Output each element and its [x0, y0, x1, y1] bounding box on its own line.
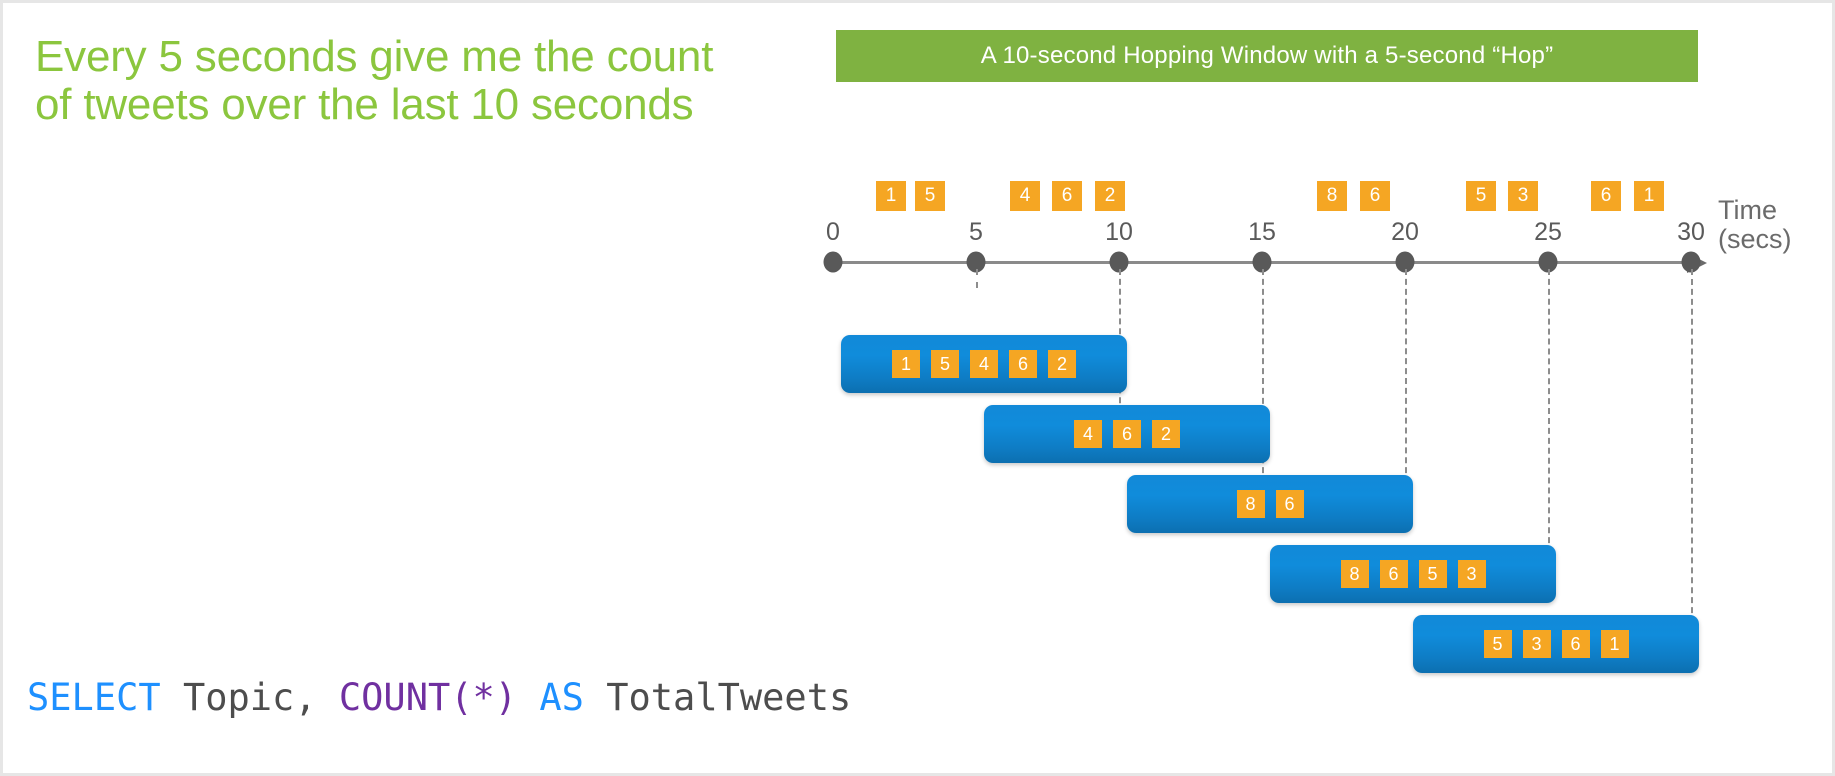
timeline-event-chip: 6	[1591, 181, 1621, 211]
timeline-event-chip: 5	[1466, 181, 1496, 211]
window-event-chip: 4	[1074, 420, 1102, 448]
axis-tick-dot-0	[823, 251, 843, 273]
time-axis-arrow	[1687, 253, 1707, 273]
axis-tick-dot-5	[966, 251, 986, 273]
sql-token-kw: SELECT	[27, 675, 183, 719]
axis-tick-label-5: 5	[969, 218, 983, 246]
axis-tick-dot-15	[1252, 251, 1272, 273]
window-event-chip: 8	[1340, 560, 1369, 588]
drop-line-10	[1119, 269, 1121, 423]
axis-tick-label-0: 0	[826, 218, 840, 246]
sql-token-id: TotalTweets	[583, 675, 852, 719]
window-event-chip: 6	[1561, 630, 1590, 658]
window-event-chip: 8	[1236, 490, 1265, 518]
sql-token-fn: COUNT(*)	[338, 675, 518, 719]
sql-query-block: SELECT Topic, COUNT(*) AS TotalTweets FR…	[27, 581, 1029, 773]
axis-tick-dot-20	[1395, 251, 1415, 273]
sql-token-id: Topic,	[182, 675, 339, 719]
window-event-chip: 3	[1457, 560, 1486, 588]
axis-label-time: Time	[1718, 195, 1777, 225]
axis-tick-label-10: 10	[1105, 218, 1133, 246]
window-event-chip: 1	[1600, 630, 1629, 658]
timeline-event-chip: 3	[1508, 181, 1538, 211]
timeline-event-chip: 1	[1634, 181, 1664, 211]
drop-line-5	[976, 269, 978, 288]
window-event-chip: 3	[1522, 630, 1551, 658]
banner: A 10-second Hopping Window with a 5-seco…	[836, 30, 1698, 82]
window-event-chip: 6	[1275, 490, 1304, 518]
window-event-chip: 5	[1483, 630, 1512, 658]
timeline-event-chip: 2	[1095, 181, 1125, 211]
axis-tick-dot-30	[1681, 251, 1701, 273]
timeline-event-chip: 1	[876, 181, 906, 211]
sql-token-id	[517, 676, 539, 719]
axis-tick-dot-10	[1109, 251, 1129, 273]
timeline-event-chip: 5	[915, 181, 945, 211]
timeline-event-chip: 8	[1317, 181, 1347, 211]
axis-tick-label-15: 15	[1248, 218, 1276, 246]
window-event-chip: 4	[970, 350, 998, 378]
axis-tick-dot-25	[1538, 251, 1558, 273]
window-event-chip: 5	[1418, 560, 1447, 588]
timeline-event-chip: 6	[1360, 181, 1390, 211]
window-event-chip: 2	[1048, 350, 1076, 378]
window-event-chip: 6	[1379, 560, 1408, 588]
sql-line-1: SELECT Topic, COUNT(*) AS TotalTweets	[27, 675, 1029, 722]
window-event-chip: 1	[892, 350, 920, 378]
time-axis-line	[829, 261, 1689, 264]
page-title: Every 5 seconds give me the count of twe…	[35, 32, 714, 129]
axis-tick-label-30: 30	[1677, 218, 1705, 246]
window-event-chip: 5	[931, 350, 959, 378]
axis-tick-label-25: 25	[1534, 218, 1562, 246]
sql-token-kw: AS	[539, 675, 584, 719]
banner-title: A 10-second Hopping Window with a 5-seco…	[980, 42, 1554, 69]
drop-line-20	[1405, 269, 1407, 493]
axis-tick-label-20: 20	[1391, 218, 1419, 246]
drop-line-25	[1548, 269, 1550, 563]
timeline-event-chip: 4	[1010, 181, 1040, 211]
axis-label-units: (secs)	[1718, 224, 1792, 255]
window-event-chip: 6	[1113, 420, 1141, 448]
drop-line-15	[1262, 269, 1264, 493]
window-event-chip: 2	[1152, 420, 1180, 448]
timeline-event-chip: 6	[1052, 181, 1082, 211]
drop-line-30	[1691, 269, 1693, 633]
window-event-chip: 6	[1009, 350, 1037, 378]
